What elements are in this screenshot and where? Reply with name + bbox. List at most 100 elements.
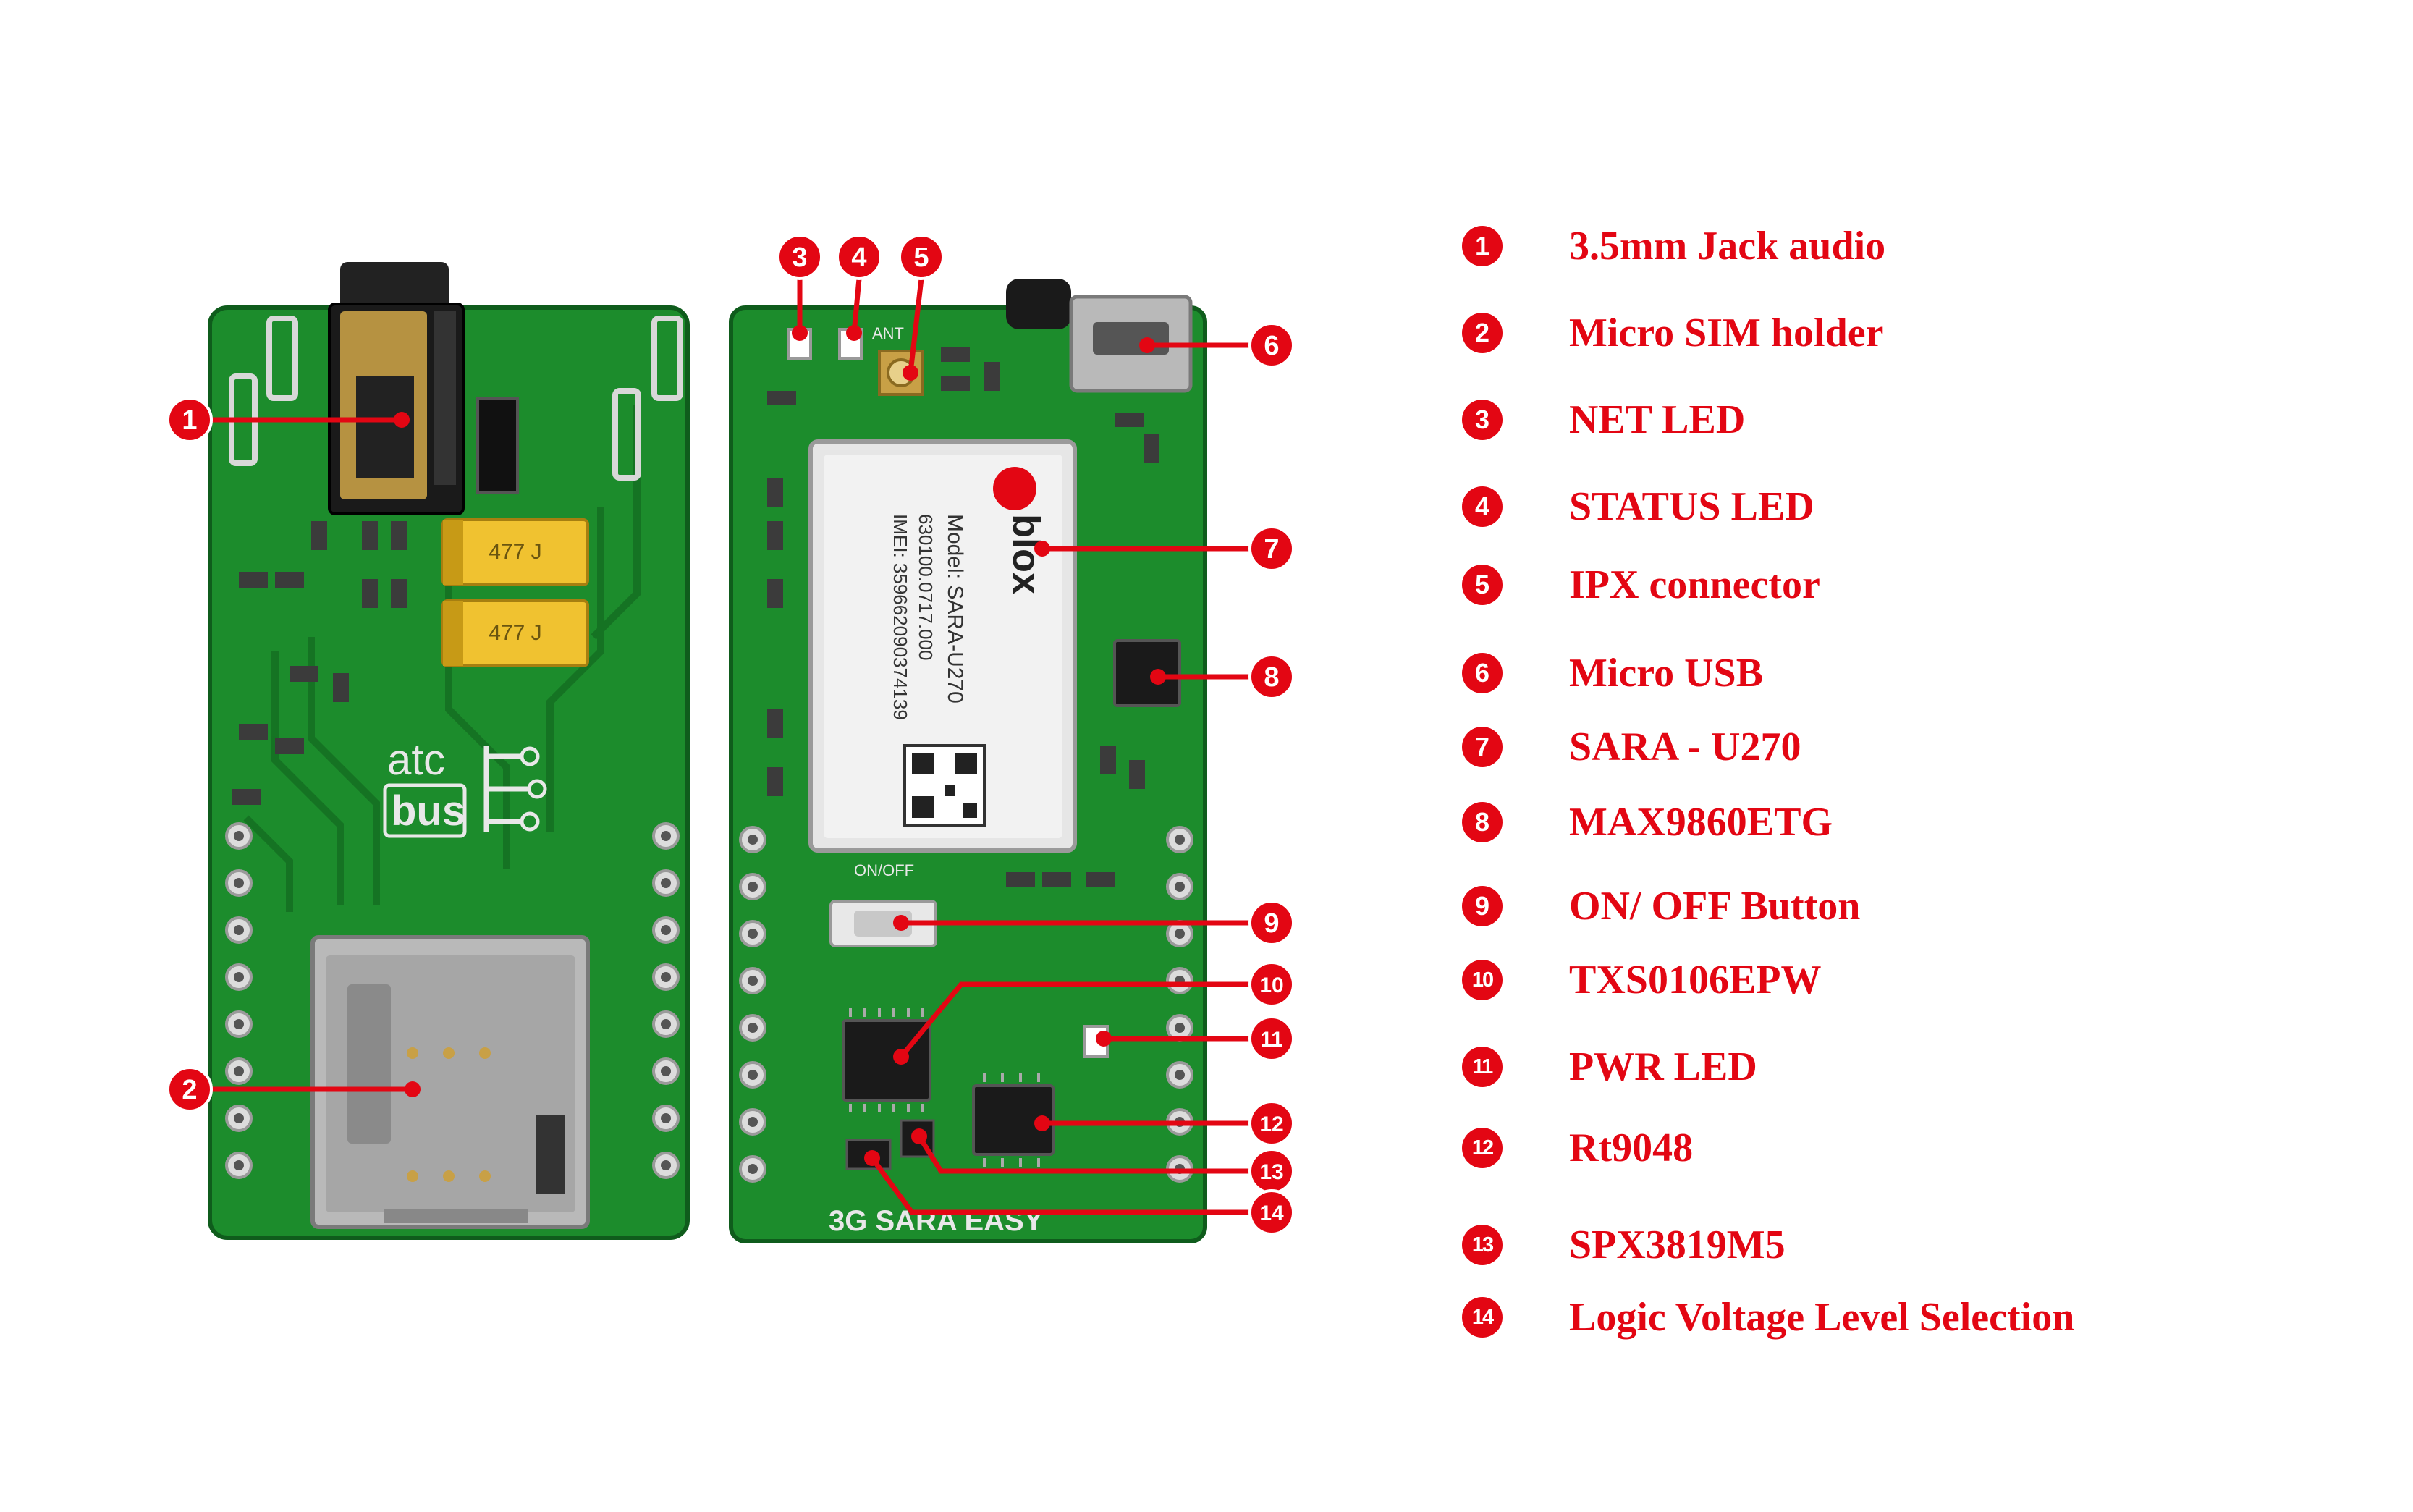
header-pad-hole	[661, 878, 671, 888]
callout-number: 5	[913, 242, 929, 273]
callout-badge	[1248, 1189, 1295, 1236]
header-pad-hole	[234, 1066, 244, 1076]
legend-item: 3 NET LED	[1462, 391, 1745, 449]
callout-badge	[166, 1066, 213, 1112]
callout-leader-line	[917, 1135, 1250, 1174]
header-pad-hole	[748, 882, 758, 892]
jumper-right	[612, 388, 641, 481]
legend-item: 7 SARA - U270	[1462, 718, 1801, 776]
callout-end-dot	[893, 1049, 909, 1065]
header-pad-hole	[234, 831, 244, 841]
callout-number: 10	[1259, 973, 1283, 997]
legend-number-badge: 11	[1462, 1047, 1503, 1087]
module-model-text: Model: SARA-U270	[943, 514, 967, 704]
legend-label: TXS0106EPW	[1569, 958, 1822, 1002]
module-line3-text: IMEI: 359662090374139	[889, 514, 911, 720]
legend-number-badge: 2	[1462, 313, 1503, 353]
legend-number-badge: 7	[1462, 727, 1503, 767]
tantalum-cap-c36: 477 J	[441, 518, 589, 586]
legend-number-badge: 14	[1462, 1297, 1503, 1338]
callout-end-dot	[903, 365, 918, 381]
header-pad-hole	[234, 925, 244, 935]
legend-item: 14 Logic Voltage Level Selection	[1462, 1288, 2074, 1346]
callout-number: 6	[1264, 331, 1279, 361]
legend-label: IPX connector	[1569, 562, 1820, 607]
callout-end-dot	[792, 325, 808, 341]
legend-number-badge: 9	[1462, 886, 1503, 926]
header-pad-hole	[1175, 1023, 1185, 1033]
on-off-button: ON/OFF	[829, 861, 937, 947]
header-pad-hole	[748, 1117, 758, 1127]
callout-badge	[1248, 961, 1295, 1008]
callout-end-dot	[864, 1150, 880, 1166]
legend-label: Logic Voltage Level Selection	[1569, 1295, 2075, 1340]
callout-leader-line	[870, 1156, 1250, 1215]
header-pad-hole	[661, 1160, 671, 1170]
header-pad-hole	[661, 925, 671, 935]
callout-number: 7	[1264, 534, 1279, 565]
micro-sim-holder	[310, 935, 590, 1229]
legend-number-badge: 3	[1462, 400, 1503, 440]
header-pad-hole	[661, 972, 671, 982]
ipx-connector: ANT	[872, 324, 924, 396]
left-smd-parts	[232, 521, 407, 805]
legend-number-badge: 8	[1462, 802, 1503, 842]
legend-label: SPX3819M5	[1569, 1222, 1786, 1267]
callout-leader-line	[908, 278, 924, 373]
legend-label: NET LED	[1569, 397, 1746, 442]
callout-end-dot	[1096, 1031, 1112, 1047]
header-pad-hole	[748, 929, 758, 939]
callout-end-dot	[1034, 1115, 1050, 1131]
right-board: ANT blox Model: SARA-U270 630100.0717.00…	[729, 279, 1207, 1243]
callout-number: 12	[1259, 1112, 1283, 1136]
header-pad-hole	[748, 835, 758, 845]
callout-end-dot	[1139, 337, 1155, 353]
callout-number: 11	[1260, 1028, 1283, 1052]
callout-number: 3	[792, 242, 807, 273]
module-line2-text: 630100.0717.000	[915, 514, 937, 660]
legend-label: PWR LED	[1569, 1044, 1757, 1089]
header-pad-hole	[661, 831, 671, 841]
legend-label: Micro USB	[1569, 651, 1764, 696]
header-pad-hole	[1175, 1070, 1185, 1080]
left-board: 477 J 477 J atc bus	[208, 262, 690, 1240]
legend-label: SARA - U270	[1569, 725, 1801, 769]
callout-leader-line	[851, 278, 862, 334]
header-pad-hole	[1175, 929, 1185, 939]
header-pad-hole	[748, 976, 758, 986]
jumper-j1	[266, 316, 298, 401]
callout-badge	[166, 397, 213, 443]
logo-bottom-text: bus	[391, 787, 465, 835]
callout-number: 2	[182, 1075, 197, 1105]
tantalum-cap-c9: 477 J	[441, 599, 589, 667]
callout-end-dot	[846, 325, 862, 341]
jumper-j3	[651, 316, 683, 401]
header-pad-hole	[661, 1113, 671, 1123]
callout-number: 4	[851, 242, 866, 273]
legend-number-badge: 1	[1462, 226, 1503, 266]
callout-badge	[1248, 1100, 1295, 1146]
button-silk-label: ON/OFF	[854, 861, 914, 879]
right-jack-top	[1006, 279, 1071, 329]
left-board-header-pads	[225, 822, 680, 1179]
atcbus-logo: atc bus	[383, 735, 547, 838]
callout-end-dot	[405, 1081, 421, 1097]
header-pad-hole	[748, 1070, 758, 1080]
callout-badge	[898, 234, 945, 280]
diode-d1	[476, 397, 519, 494]
callout-badge	[777, 234, 823, 280]
header-pad-hole	[661, 1066, 671, 1076]
header-pad-hole	[661, 1019, 671, 1029]
callout-number: 1	[182, 405, 197, 436]
callout-end-dot	[1034, 541, 1050, 557]
callout-badge	[1248, 900, 1295, 946]
legend-label: Rt9048	[1569, 1125, 1694, 1170]
right-mid-smd	[767, 478, 1145, 887]
header-pad-hole	[1175, 882, 1185, 892]
callout-number: 9	[1264, 908, 1279, 939]
